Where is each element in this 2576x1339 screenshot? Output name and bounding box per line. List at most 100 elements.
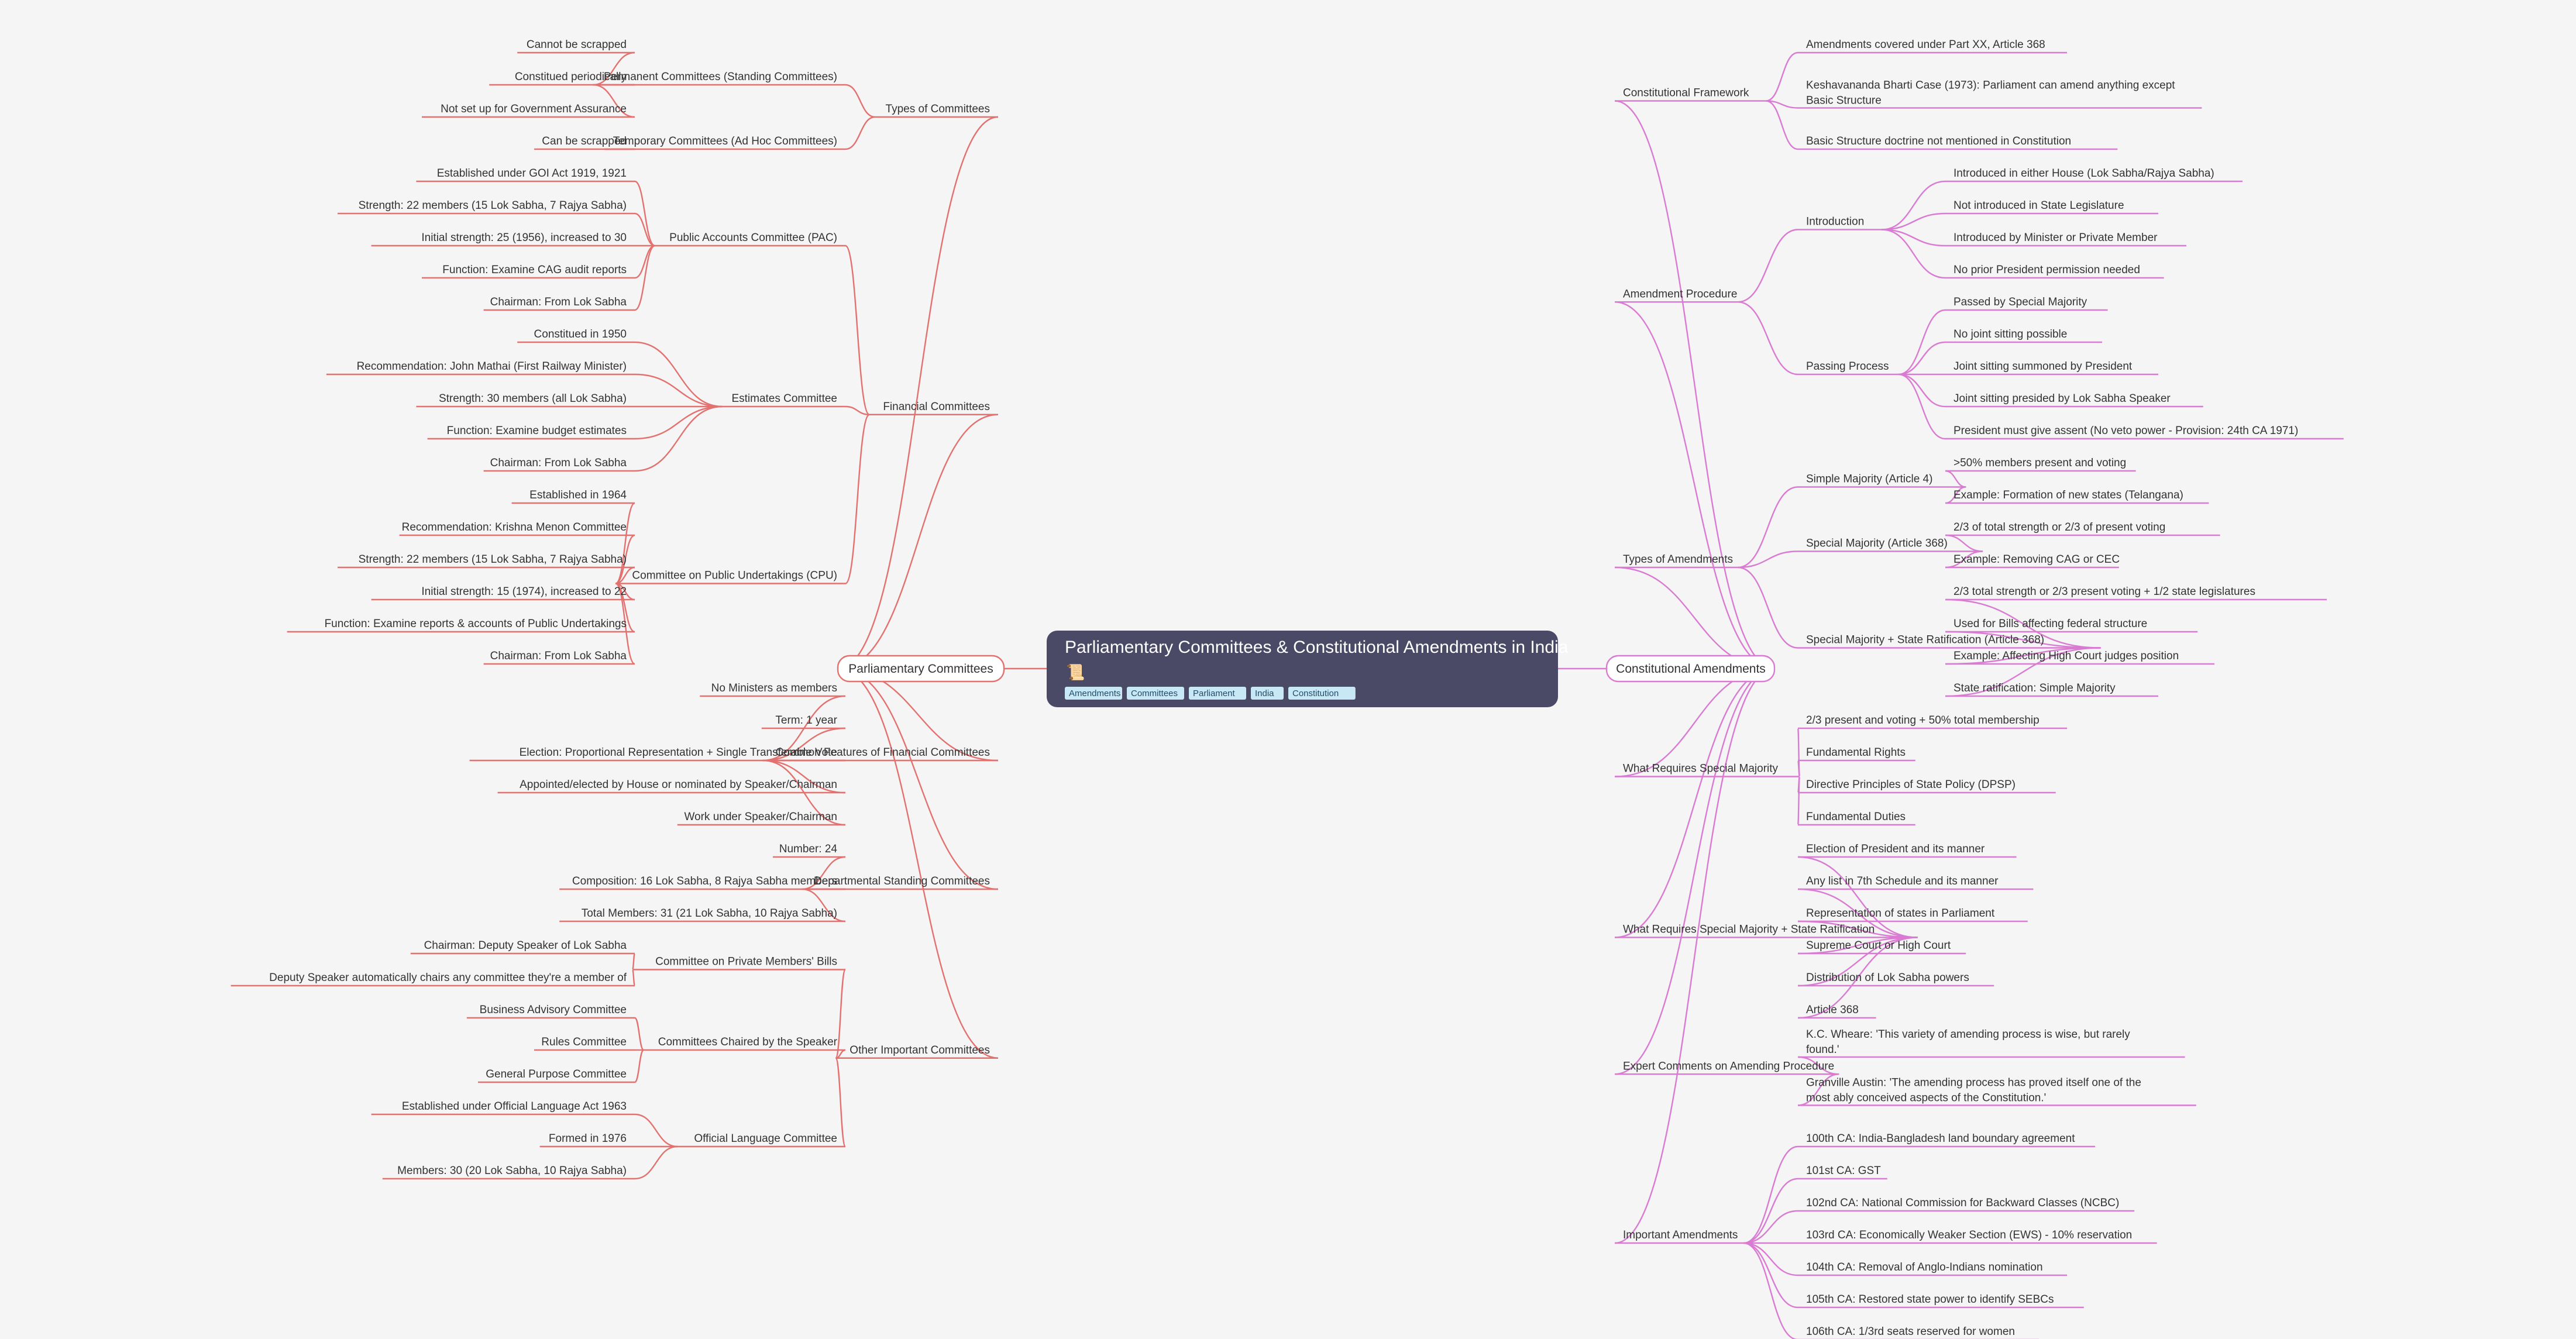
node-introduction[interactable]: Introduction bbox=[1806, 216, 1864, 228]
node-introduced-in-either-house-lok-sabha-raj[interactable]: Introduced in either House (Lok Sabha/Ra… bbox=[1954, 167, 2214, 180]
node-constitued-periodically[interactable]: Constitued periodically bbox=[515, 71, 627, 83]
tag-chip[interactable] bbox=[1127, 687, 1184, 700]
node-members-30-20-lok-sabha-10-rajya-sabha[interactable]: Members: 30 (20 Lok Sabha, 10 Rajya Sabh… bbox=[397, 1165, 627, 1177]
tag-chip[interactable] bbox=[1251, 687, 1284, 700]
node-102nd-ca-national-commission-for-backwar[interactable]: 102nd CA: National Commission for Backwa… bbox=[1806, 1197, 2119, 1209]
node-keshavananda-bharti-case-1973-parliament[interactable]: Keshavananda Bharti Case (1973): Parliam… bbox=[1806, 80, 2175, 107]
node-public-accounts-committee-pac[interactable]: Public Accounts Committee (PAC) bbox=[669, 232, 837, 244]
node-example-affecting-high-court-judges-posi[interactable]: Example: Affecting High Court judges pos… bbox=[1954, 650, 2179, 662]
node-committee-on-public-undertakings-cpu[interactable]: Committee on Public Undertakings (CPU) bbox=[632, 570, 837, 582]
node-general-purpose-committee[interactable]: General Purpose Committee bbox=[486, 1068, 627, 1080]
node-distribution-of-lok-sabha-powers[interactable]: Distribution of Lok Sabha powers bbox=[1806, 972, 1969, 984]
node-105th-ca-restored-state-power-to-identif[interactable]: 105th CA: Restored state power to identi… bbox=[1806, 1293, 2054, 1306]
branch-constitutional-amendments[interactable] bbox=[1605, 655, 1776, 683]
node-initial-strength-15-1974-increased-to-22[interactable]: Initial strength: 15 (1974), increased t… bbox=[421, 586, 627, 598]
node-passing-process[interactable]: Passing Process bbox=[1806, 360, 1889, 373]
node-financial-committees[interactable]: Financial Committees bbox=[883, 401, 990, 413]
node-chairman-deputy-speaker-of-lok-sabha[interactable]: Chairman: Deputy Speaker of Lok Sabha bbox=[424, 939, 627, 952]
node-what-requires-special-majority-state-rat[interactable]: What Requires Special Majority + State R… bbox=[1623, 924, 1875, 936]
node-supreme-court-or-high-court[interactable]: Supreme Court or High Court bbox=[1806, 939, 1951, 952]
node-no-joint-sitting-possible[interactable]: No joint sitting possible bbox=[1954, 328, 2067, 340]
node-granville-austin-the-amending-process-ha[interactable]: Granville Austin: 'The amending process … bbox=[1806, 1077, 2141, 1104]
node-simple-majority-article-4[interactable]: Simple Majority (Article 4) bbox=[1806, 473, 1932, 486]
node-103rd-ca-economically-weaker-section-ews[interactable]: 103rd CA: Economically Weaker Section (E… bbox=[1806, 1229, 2132, 1241]
node-special-majority-state-ratification-arti[interactable]: Special Majority + State Ratification (A… bbox=[1806, 634, 2044, 646]
node-state-ratification-simple-majority[interactable]: State ratification: Simple Majority bbox=[1954, 682, 2116, 694]
node-business-advisory-committee[interactable]: Business Advisory Committee bbox=[480, 1004, 627, 1016]
node-function-examine-reports-accounts-of-pub[interactable]: Function: Examine reports & accounts of … bbox=[325, 618, 627, 630]
node-common-features-of-financial-committees[interactable]: Common Features of Financial Committees bbox=[776, 746, 990, 759]
node-number-24[interactable]: Number: 24 bbox=[779, 843, 838, 855]
node-what-requires-special-majority[interactable]: What Requires Special Majority bbox=[1623, 763, 1779, 775]
node-established-under-goi-act-1919-1921[interactable]: Established under GOI Act 1919, 1921 bbox=[437, 167, 627, 180]
node-strength-22-members-15-lok-sabha-7-rajya[interactable]: Strength: 22 members (15 Lok Sabha, 7 Ra… bbox=[359, 553, 627, 566]
node-composition-16-lok-sabha-8-rajya-sabha-m[interactable]: Composition: 16 Lok Sabha, 8 Rajya Sabha… bbox=[572, 875, 837, 887]
node-used-for-bills-affecting-federal-structu[interactable]: Used for Bills affecting federal structu… bbox=[1954, 618, 2147, 630]
node-recommendation-krishna-menon-committee[interactable]: Recommendation: Krishna Menon Committee bbox=[402, 521, 627, 533]
node-fundamental-rights[interactable]: Fundamental Rights bbox=[1806, 746, 1906, 759]
node-any-list-in-7th-schedule-and-its-manner[interactable]: Any list in 7th Schedule and its manner bbox=[1806, 875, 1999, 887]
node-established-in-1964[interactable]: Established in 1964 bbox=[529, 489, 627, 501]
node-total-members-31-21-lok-sabha-10-rajya-s[interactable]: Total Members: 31 (21 Lok Sabha, 10 Rajy… bbox=[582, 907, 837, 920]
node-chairman-from-lok-sabha[interactable]: Chairman: From Lok Sabha bbox=[490, 457, 627, 469]
node-chairman-from-lok-sabha[interactable]: Chairman: From Lok Sabha bbox=[490, 296, 627, 308]
node-expert-comments-on-amending-procedure[interactable]: Expert Comments on Amending Procedure bbox=[1623, 1060, 1834, 1072]
node-104th-ca-removal-of-anglo-indians-nomina[interactable]: 104th CA: Removal of Anglo-Indians nomin… bbox=[1806, 1261, 2043, 1273]
node-fundamental-duties[interactable]: Fundamental Duties bbox=[1806, 811, 1906, 823]
node-committee-on-private-members-bills[interactable]: Committee on Private Members' Bills bbox=[655, 956, 837, 968]
node-official-language-committee[interactable]: Official Language Committee bbox=[694, 1133, 837, 1145]
node-passed-by-special-majority[interactable]: Passed by Special Majority bbox=[1954, 296, 2087, 308]
node-2-3-present-and-voting-50-total-membersh[interactable]: 2/3 present and voting + 50% total membe… bbox=[1806, 714, 2040, 727]
node-2-3-total-strength-or-2-3-present-voting[interactable]: 2/3 total strength or 2/3 present voting… bbox=[1954, 586, 2255, 598]
node-106th-ca-1-3rd-seats-reserved-for-women[interactable]: 106th CA: 1/3rd seats reserved for women bbox=[1806, 1326, 2015, 1338]
node-permanent-committees-standing-committees[interactable]: Permanent Committees (Standing Committee… bbox=[604, 71, 837, 83]
node-example-formation-of-new-states-telangan[interactable]: Example: Formation of new states (Telang… bbox=[1954, 489, 2183, 501]
node-initial-strength-25-1956-increased-to-30[interactable]: Initial strength: 25 (1956), increased t… bbox=[421, 232, 627, 244]
node-strength-22-members-15-lok-sabha-7-rajya[interactable]: Strength: 22 members (15 Lok Sabha, 7 Ra… bbox=[359, 199, 627, 212]
node-deputy-speaker-automatically-chairs-any-[interactable]: Deputy Speaker automatically chairs any … bbox=[269, 972, 627, 984]
node-representation-of-states-in-parliament[interactable]: Representation of states in Parliament bbox=[1806, 907, 1995, 920]
node-rules-committee[interactable]: Rules Committee bbox=[541, 1036, 627, 1048]
node-k-c-wheare-this-variety-of-amending-proc[interactable]: K.C. Wheare: 'This variety of amending p… bbox=[1806, 1028, 2130, 1056]
node-work-under-speaker-chairman[interactable]: Work under Speaker/Chairman bbox=[684, 811, 837, 823]
node-directive-principles-of-state-policy-dps[interactable]: Directive Principles of State Policy (DP… bbox=[1806, 779, 2016, 791]
node-estimates-committee[interactable]: Estimates Committee bbox=[731, 393, 837, 405]
node-election-of-president-and-its-manner[interactable]: Election of President and its manner bbox=[1806, 843, 1985, 855]
node-example-removing-cag-or-cec[interactable]: Example: Removing CAG or CEC bbox=[1954, 553, 2120, 566]
node-101st-ca-gst[interactable]: 101st CA: GST bbox=[1806, 1165, 1881, 1177]
tag-chip[interactable] bbox=[1288, 687, 1356, 700]
node-article-368[interactable]: Article 368 bbox=[1806, 1004, 1859, 1016]
node-constitued-in-1950[interactable]: Constitued in 1950 bbox=[534, 328, 627, 340]
tag-chip[interactable] bbox=[1189, 687, 1246, 700]
node-function-examine-budget-estimates[interactable]: Function: Examine budget estimates bbox=[447, 425, 627, 437]
node-types-of-committees[interactable]: Types of Committees bbox=[886, 103, 990, 115]
node-function-examine-cag-audit-reports[interactable]: Function: Examine CAG audit reports bbox=[442, 264, 627, 276]
node-temporary-committees-ad-hoc-committees[interactable]: Temporary Committees (Ad Hoc Committees) bbox=[613, 135, 837, 147]
node-joint-sitting-presided-by-lok-sabha-spea[interactable]: Joint sitting presided by Lok Sabha Spea… bbox=[1954, 393, 2171, 405]
node-100th-ca-india-bangladesh-land-boundary-[interactable]: 100th CA: India-Bangladesh land boundary… bbox=[1806, 1133, 2075, 1145]
node-established-under-official-language-act-[interactable]: Established under Official Language Act … bbox=[402, 1100, 627, 1113]
tag-chip[interactable] bbox=[1065, 687, 1122, 700]
node-appointed-elected-by-house-or-nominated-[interactable]: Appointed/elected by House or nominated … bbox=[520, 779, 837, 791]
node-cannot-be-scrapped[interactable]: Cannot be scrapped bbox=[527, 39, 627, 51]
node-no-ministers-as-members[interactable]: No Ministers as members bbox=[711, 682, 837, 694]
node-election-proportional-representation-sin[interactable]: Election: Proportional Representation + … bbox=[520, 746, 837, 759]
node-2-3-of-total-strength-or-2-3-of-present-[interactable]: 2/3 of total strength or 2/3 of present … bbox=[1954, 521, 2165, 533]
node-chairman-from-lok-sabha[interactable]: Chairman: From Lok Sabha bbox=[490, 650, 627, 662]
node-not-introduced-in-state-legislature[interactable]: Not introduced in State Legislature bbox=[1954, 199, 2124, 212]
node-basic-structure-doctrine-not-mentioned-i[interactable]: Basic Structure doctrine not mentioned i… bbox=[1806, 135, 2071, 147]
node-types-of-amendments[interactable]: Types of Amendments bbox=[1623, 553, 1733, 566]
node-committees-chaired-by-the-speaker[interactable]: Committees Chaired by the Speaker bbox=[658, 1036, 838, 1048]
node-not-set-up-for-government-assurance[interactable]: Not set up for Government Assurance bbox=[441, 103, 627, 115]
node-special-majority-article-368[interactable]: Special Majority (Article 368) bbox=[1806, 538, 1948, 550]
node-joint-sitting-summoned-by-president[interactable]: Joint sitting summoned by President bbox=[1954, 360, 2133, 373]
node-introduced-by-minister-or-private-member[interactable]: Introduced by Minister or Private Member bbox=[1954, 232, 2158, 244]
node-can-be-scrapped[interactable]: Can be scrapped bbox=[542, 135, 627, 147]
node-important-amendments[interactable]: Important Amendments bbox=[1623, 1229, 1738, 1241]
node-other-important-committees[interactable]: Other Important Committees bbox=[850, 1044, 990, 1056]
root-node[interactable]: Parliamentary Committees & Constitutiona… bbox=[1047, 631, 1569, 707]
node-strength-30-members-all-lok-sabha[interactable]: Strength: 30 members (all Lok Sabha) bbox=[439, 393, 627, 405]
node-amendment-procedure[interactable]: Amendment Procedure bbox=[1623, 288, 1737, 300]
node-amendments-covered-under-part-xx-article[interactable]: Amendments covered under Part XX, Articl… bbox=[1806, 39, 2045, 51]
node-recommendation-john-mathai-first-railway[interactable]: Recommendation: John Mathai (First Railw… bbox=[357, 360, 627, 373]
